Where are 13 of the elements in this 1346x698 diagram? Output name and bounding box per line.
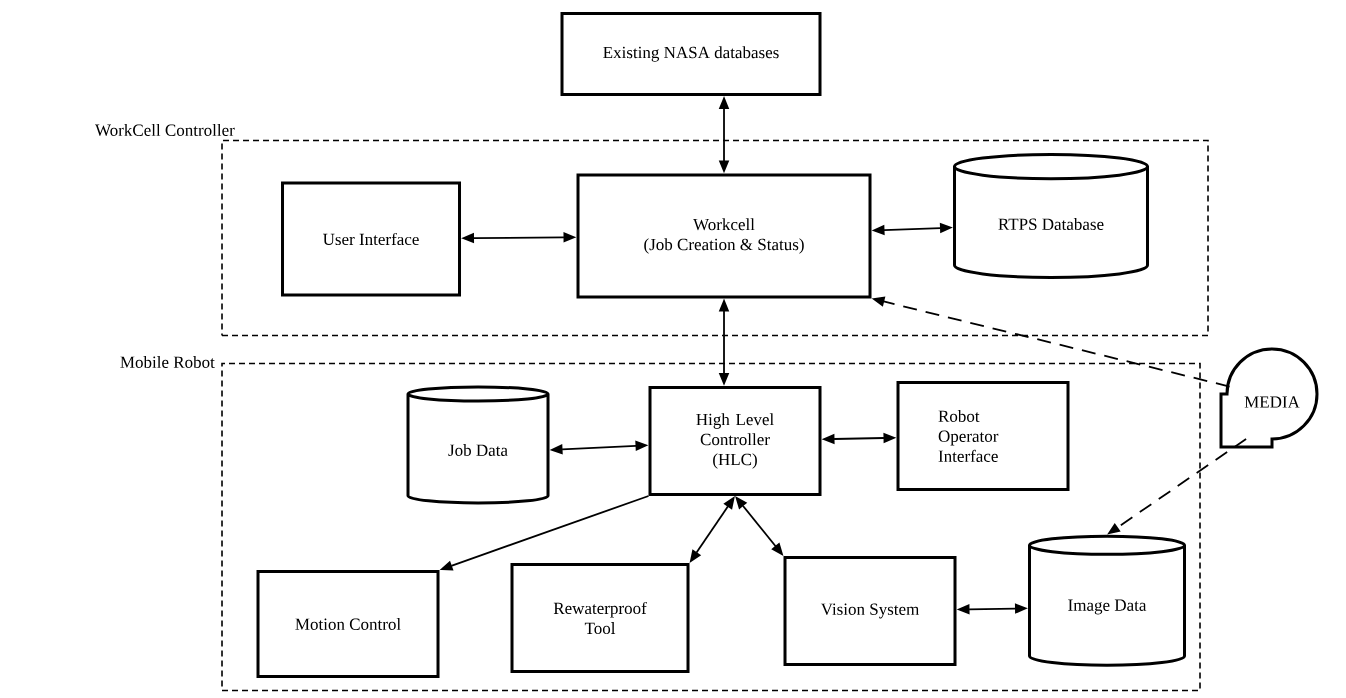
process-box: High Level Controller (HLC) [648, 386, 822, 496]
process-box: User Interface [281, 181, 461, 297]
database-cylinder: RTPS Database [953, 152, 1149, 279]
process-box: Motion Control [256, 570, 440, 678]
database-cylinder: Job Data [406, 385, 550, 505]
process-box: Vision System [783, 556, 957, 666]
process-box: Rewaterproof Tool [510, 563, 690, 673]
group-heading: WorkCell Controller [95, 123, 235, 136]
database-cylinder: Image Data [1028, 534, 1186, 667]
group-heading: Mobile Robot [120, 356, 215, 368]
process-box: Robot Operator Interface [896, 381, 1070, 491]
process-box: Workcell (Job Creation & Status) [576, 173, 872, 299]
process-box: Existing NASA databases [560, 12, 822, 96]
